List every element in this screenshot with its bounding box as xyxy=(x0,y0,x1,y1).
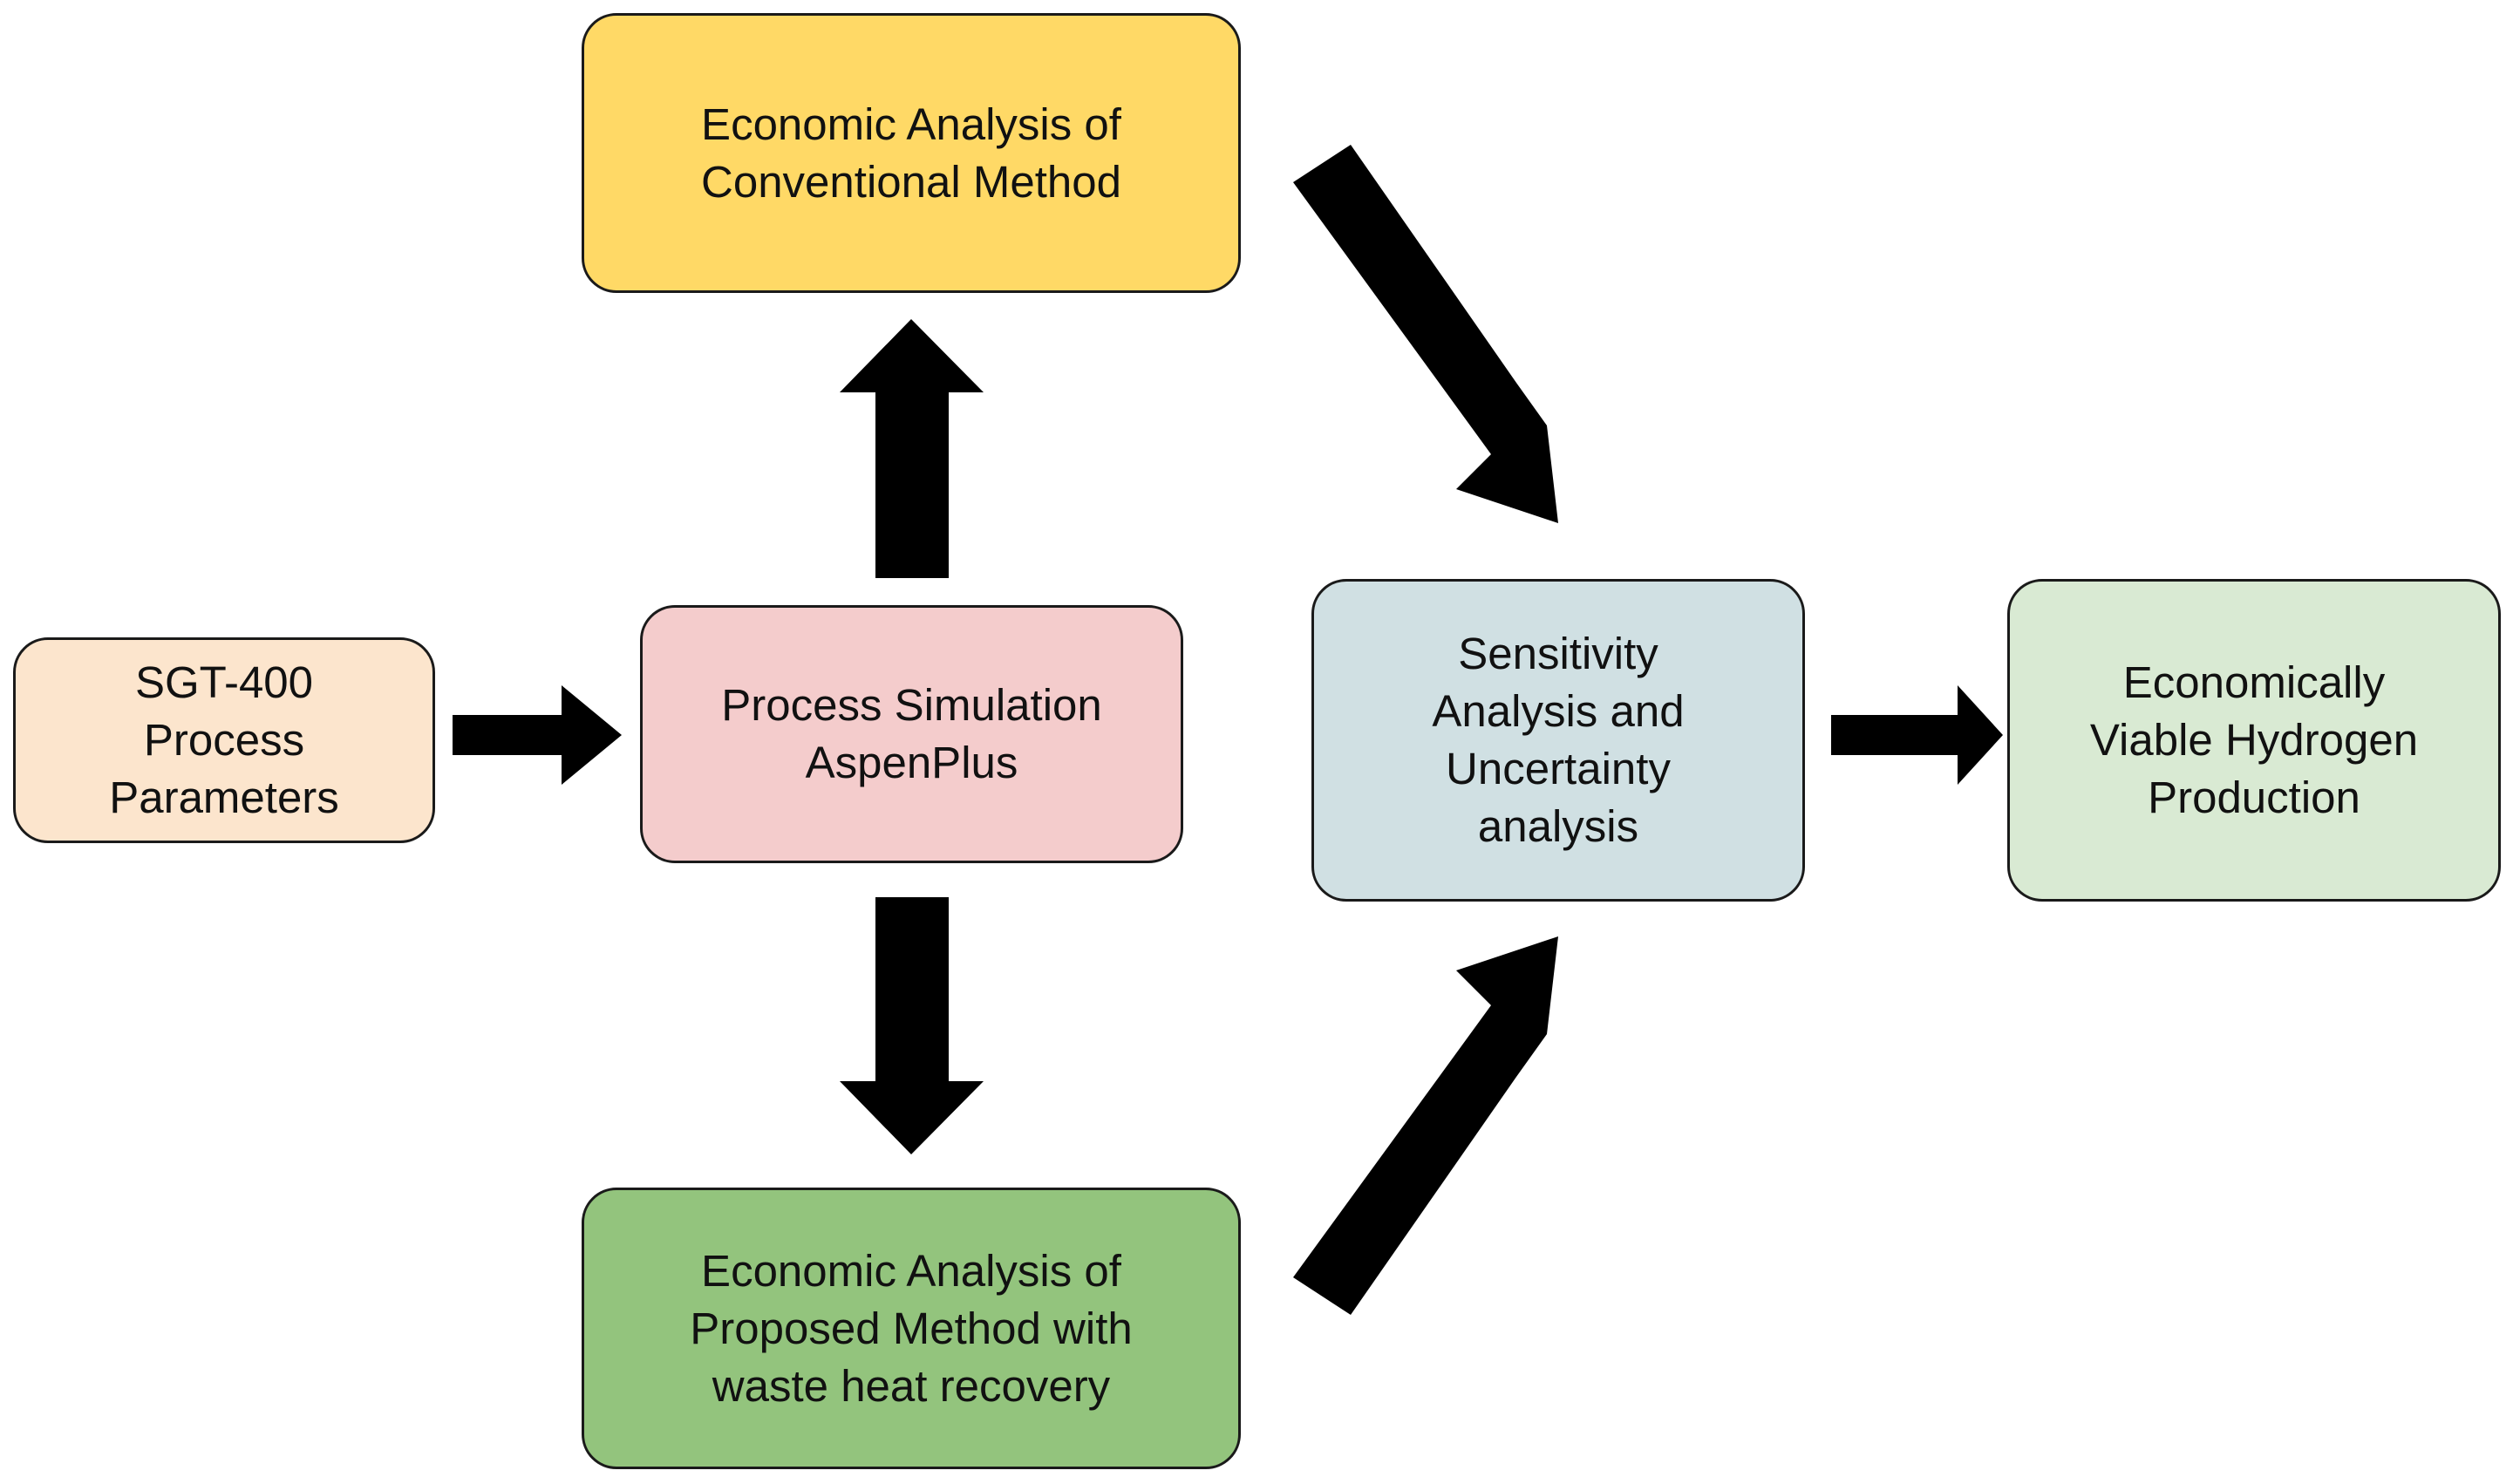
node-sgt400-process-parameters: SGT-400 Process Parameters xyxy=(13,637,435,843)
arrow-conventional-to-sensitivity xyxy=(1293,145,1558,523)
node-process-simulation: Process Simulation AspenPlus xyxy=(640,605,1183,863)
node-label: Economic Analysis of Conventional Method xyxy=(701,99,1121,207)
arrow-process-simulation-to-conventional xyxy=(840,319,984,578)
node-label: Economically Viable Hydrogen Production xyxy=(2089,657,2419,822)
arrow-process-simulation-to-proposed xyxy=(840,897,984,1154)
node-economic-analysis-conventional: Economic Analysis of Conventional Method xyxy=(582,13,1241,293)
node-sensitivity-uncertainty-analysis: Sensitivity Analysis and Uncertainty ana… xyxy=(1311,579,1805,902)
node-label: Sensitivity Analysis and Uncertainty ana… xyxy=(1432,629,1685,851)
arrow-proposed-to-sensitivity xyxy=(1293,936,1558,1315)
arrow-sensitivity-to-economically-viable xyxy=(1831,685,2003,785)
node-label: Economic Analysis of Proposed Method wit… xyxy=(690,1245,1133,1411)
node-economic-analysis-proposed: Economic Analysis of Proposed Method wit… xyxy=(582,1188,1241,1469)
node-label: Process Simulation AspenPlus xyxy=(721,680,1102,787)
arrow-sgt400-to-process-simulation xyxy=(453,685,622,785)
node-economically-viable-hydrogen-production: Economically Viable Hydrogen Production xyxy=(2007,579,2501,902)
node-label: SGT-400 Process Parameters xyxy=(109,657,339,822)
